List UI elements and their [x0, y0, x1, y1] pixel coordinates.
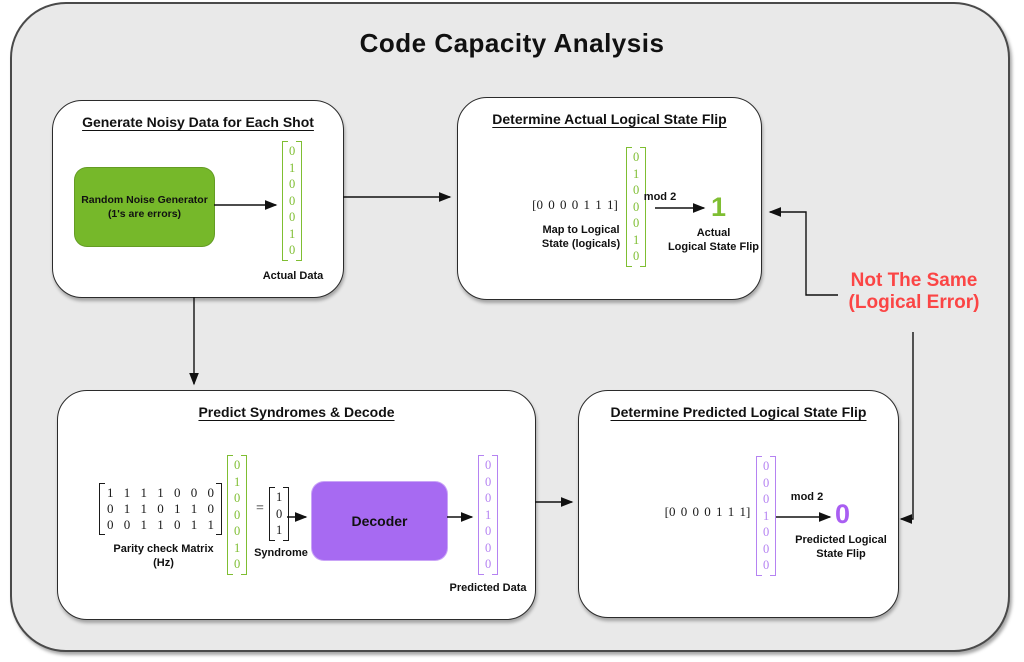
predicted-flip-result-label: Predicted Logical State Flip: [795, 534, 887, 560]
mod2-label-actual: mod 2: [643, 191, 677, 203]
decoder-node: Decoder: [311, 481, 448, 561]
actual-flip-result: 1: [711, 192, 727, 222]
logical-error-annotation: Not The Same (Logical Error): [848, 270, 980, 313]
panel-predict-title: Predict Syndromes & Decode: [198, 404, 395, 420]
panel-generate-noisy-data: Generate Noisy Data for Each Shot Random…: [52, 100, 344, 298]
panel-actual-title: Determine Actual Logical State Flip: [492, 111, 727, 127]
panel-predicted-title: Determine Predicted Logical State Flip: [610, 404, 867, 420]
logicals-row-vector-predicted: [0 0 0 0 1 1 1]: [664, 504, 751, 519]
actual-flip-result-label: Actual Logical State Flip: [667, 227, 760, 253]
syndrome-label: Syndrome: [254, 547, 308, 559]
actual-data-vector: 0 1 0 0 0 1 0: [282, 141, 303, 261]
panel-actual-logical-flip: Determine Actual Logical State Flip [0 0…: [457, 97, 762, 300]
predicted-data-label: Predicted Data: [449, 582, 527, 594]
syndrome-vector: 1 0 1: [269, 487, 290, 541]
actual-data-vector-copy: 0 1 0 0 0 1 0: [626, 147, 647, 267]
predicted-data-vector-copy: 0 0 0 1 0 0 0: [756, 456, 777, 576]
page-title: Code Capacity Analysis: [359, 28, 665, 58]
predicted-flip-result: 0: [835, 499, 851, 529]
parity-check-matrix: 1 1 1 1 0 0 0 0 1 1 0 1 1 0 0 0 1 1 0 1 …: [99, 483, 222, 535]
logicals-label: Map to Logical State (logicals): [541, 224, 621, 250]
equals-sign: =: [256, 501, 264, 516]
actual-data-vector-copy2: 0 1 0 0 0 1 0: [227, 455, 248, 575]
logicals-row-vector: [0 0 0 0 1 1 1]: [532, 197, 618, 212]
actual-data-label: Actual Data: [262, 270, 324, 282]
panel-predicted-logical-flip: Determine Predicted Logical State Flip […: [578, 390, 899, 618]
mod2-label-predicted: mod 2: [790, 491, 824, 503]
panel-generate-title: Generate Noisy Data for Each Shot: [82, 114, 314, 130]
predicted-data-vector: 0 0 0 1 0 0 0: [478, 455, 499, 575]
parity-matrix-label: Parity check Matrix (Hz): [113, 543, 214, 569]
random-noise-generator-node: Random Noise Generator (1's are errors): [74, 167, 215, 247]
panel-predict-syndromes: Predict Syndromes & Decode 1 1 1 1 0 0 0…: [57, 390, 536, 620]
